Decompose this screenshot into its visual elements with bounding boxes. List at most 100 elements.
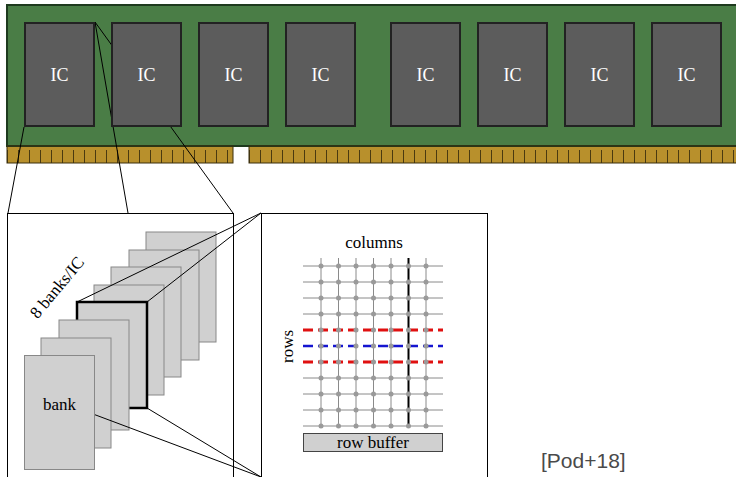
- ic-chip: IC: [564, 22, 635, 127]
- cell-dot: [424, 392, 429, 397]
- cell-dot: [406, 344, 411, 349]
- cell-dot: [424, 280, 429, 285]
- cell-dot: [406, 312, 411, 317]
- cell-dot: [371, 408, 376, 413]
- inset-ground: [261, 213, 487, 477]
- cell-dot: [319, 360, 324, 365]
- cell-dot: [371, 376, 376, 381]
- cell-dot: [389, 344, 394, 349]
- cell-dot: [389, 424, 394, 429]
- ic-chip: IC: [111, 22, 182, 127]
- cell-dot: [336, 296, 341, 301]
- cell-dot: [371, 392, 376, 397]
- cell-dot: [371, 280, 376, 285]
- pcb: [7, 5, 736, 146]
- ic-chip: IC: [285, 22, 356, 127]
- cell-grid: [303, 258, 443, 429]
- cell-dot: [319, 296, 324, 301]
- cell-dot: [406, 328, 411, 333]
- ic-chip: IC: [198, 22, 269, 127]
- node-text: row buffer: [337, 434, 409, 451]
- cell-dot: [371, 264, 376, 269]
- cell-dot: [424, 264, 429, 269]
- cell-dot: [406, 264, 411, 269]
- citation: [Pod+18]: [541, 450, 626, 471]
- ic-chip: IC: [390, 22, 461, 127]
- cell-dot: [424, 344, 429, 349]
- cell-dot: [354, 424, 359, 429]
- cell-dot: [336, 328, 341, 333]
- cell-dot: [354, 328, 359, 333]
- contacts: [7, 146, 233, 163]
- inset-ground: [7, 213, 233, 477]
- cell-dot: [389, 280, 394, 285]
- node-text: IC: [225, 66, 243, 84]
- cell-dot: [389, 296, 394, 301]
- cell-dot: [319, 328, 324, 333]
- node-text: columns: [345, 234, 403, 251]
- cell-dot: [424, 376, 429, 381]
- cell-dot: [354, 264, 359, 269]
- cell-dot: [406, 392, 411, 397]
- cell-dot: [406, 424, 411, 429]
- cell-dot: [336, 424, 341, 429]
- cell-dot: [354, 376, 359, 381]
- cell-dot: [319, 280, 324, 285]
- cell-dot: [424, 296, 429, 301]
- cell-dot: [389, 392, 394, 397]
- cell-dot: [336, 312, 341, 317]
- node-text: IC: [504, 66, 522, 84]
- cell-dot: [319, 392, 324, 397]
- cell-dot: [389, 408, 394, 413]
- cell-dot: [354, 360, 359, 365]
- cell-dot: [371, 360, 376, 365]
- cell-array-inset: columns rows row buffer: [261, 213, 488, 477]
- cell-dot: [406, 376, 411, 381]
- cell-dot: [336, 344, 341, 349]
- node-text: IC: [138, 66, 156, 84]
- node-text: IC: [417, 66, 435, 84]
- cell-dot: [354, 392, 359, 397]
- cell-dot: [354, 280, 359, 285]
- cell-dot: [336, 360, 341, 365]
- cell-dot: [389, 264, 394, 269]
- cell-dot: [336, 408, 341, 413]
- ic-chip: IC: [651, 22, 722, 127]
- node-text: IC: [312, 66, 330, 84]
- node-text: rows: [280, 329, 297, 362]
- node-text: bank: [43, 396, 76, 413]
- node-text: IC: [678, 66, 696, 84]
- cell-dot: [319, 344, 324, 349]
- cell-dot: [424, 424, 429, 429]
- cell-dot: [424, 408, 429, 413]
- node-text: IC: [591, 66, 609, 84]
- cell-dot: [424, 328, 429, 333]
- bank-box: bank: [24, 355, 95, 470]
- cell-dot: [371, 424, 376, 429]
- node-text: IC: [51, 66, 69, 84]
- cell-dot: [424, 360, 429, 365]
- cell-dot: [389, 328, 394, 333]
- cell-dot: [319, 376, 324, 381]
- grid-line: [303, 329, 443, 332]
- cell-dot: [336, 392, 341, 397]
- cell-dot: [336, 376, 341, 381]
- cell-dot: [354, 344, 359, 349]
- cell-dot: [389, 376, 394, 381]
- cell-dot: [336, 280, 341, 285]
- bank-inset: 8 banks/IC bank: [7, 213, 234, 477]
- ic-chip: IC: [477, 22, 548, 127]
- cell-dot: [371, 344, 376, 349]
- row-buffer: row buffer: [303, 433, 443, 452]
- cell-dot: [354, 296, 359, 301]
- node-text: 8 banks/IC: [27, 254, 88, 322]
- grid-line: [303, 361, 443, 364]
- cell-dot: [319, 312, 324, 317]
- cell-dot: [406, 296, 411, 301]
- cell-dot: [319, 424, 324, 429]
- cell-dot: [371, 328, 376, 333]
- cell-dot: [389, 360, 394, 365]
- contacts: [249, 146, 736, 163]
- cell-dot: [319, 264, 324, 269]
- cell-dot: [354, 408, 359, 413]
